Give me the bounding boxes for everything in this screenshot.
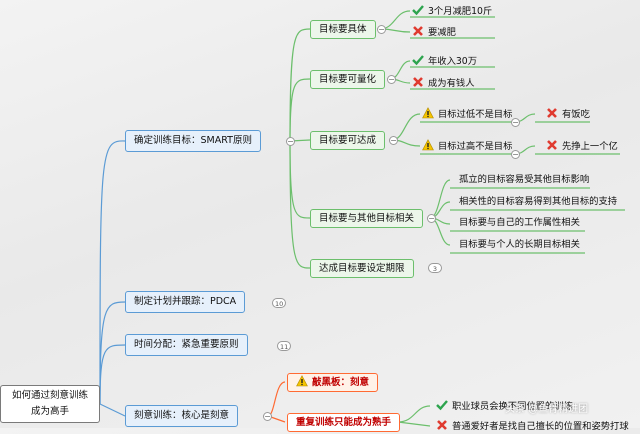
- branch-pdca[interactable]: 制定计划并跟踪：PDCA: [125, 291, 246, 313]
- achievable-high-item[interactable]: 目标过高不是目标: [422, 139, 512, 153]
- deliberate-ok-text: 职业球员会换不同位置的训练: [452, 401, 573, 412]
- node-relevant-label: 目标要与其他目标相关: [319, 213, 415, 224]
- specific-bad-text: 要减肥: [428, 27, 456, 38]
- cross-icon: [437, 420, 447, 430]
- deliberate-bad-text: 普通爱好者是找自己擅长的位置和姿势打球: [452, 421, 629, 432]
- branch-smart-label: 确定训练目标：SMART原则: [134, 135, 252, 146]
- deliberate-ok-item[interactable]: 职业球员会换不同位置的训练: [436, 399, 573, 413]
- branch-pdca-label: 制定计划并跟踪：PDCA: [134, 296, 237, 307]
- check-icon: [412, 55, 424, 66]
- node-relevant[interactable]: 目标要与其他目标相关: [310, 209, 424, 228]
- cross-icon: [547, 140, 557, 150]
- relevant-item[interactable]: 目标要与个人的长期目标相关: [459, 239, 580, 250]
- time-count-badge[interactable]: 11: [277, 341, 292, 351]
- deliberate-bad-item[interactable]: 普通爱好者是找自己擅长的位置和姿势打球: [436, 419, 629, 433]
- achievable-low-text: 目标过低不是目标: [438, 109, 513, 120]
- node-achievable[interactable]: 目标要可达成: [310, 131, 386, 150]
- achievable-high-text: 目标过高不是目标: [438, 141, 513, 152]
- measurable-bad-text: 成为有钱人: [428, 78, 475, 89]
- branch-time-label: 时间分配：紧急重要原则: [134, 339, 239, 350]
- root-line1: 如何通过刻意训练: [11, 390, 88, 401]
- collapse-relevant-icon[interactable]: −: [427, 214, 436, 223]
- watermark: 头条 @鱼骨精进团: [505, 404, 589, 415]
- relevant-item[interactable]: 目标要与自己的工作属性相关: [459, 217, 580, 228]
- cross-icon: [413, 77, 423, 87]
- achievable-high-result[interactable]: 先挣上一个亿: [546, 139, 618, 153]
- collapse-high-icon[interactable]: −: [511, 150, 520, 159]
- warning-icon: [296, 375, 308, 387]
- specific-ok-text: 3个月减肥10斤: [428, 6, 493, 17]
- collapse-smart-icon[interactable]: −: [286, 137, 295, 146]
- node-timebound-label: 达成目标要设定期限: [319, 263, 405, 274]
- collapse-low-icon[interactable]: −: [511, 118, 520, 127]
- check-icon: [436, 400, 448, 411]
- check-icon: [412, 5, 424, 16]
- achievable-high-result-text: 先挣上一个亿: [562, 141, 618, 152]
- branch-smart[interactable]: 确定训练目标：SMART原则: [125, 130, 261, 152]
- collapse-deliberate-icon[interactable]: −: [263, 412, 272, 421]
- root-line2: 成为高手: [30, 406, 69, 417]
- warning-icon: [422, 139, 434, 151]
- achievable-low-result-text: 有饭吃: [562, 109, 590, 120]
- relevant-item[interactable]: 孤立的目标容易受其他目标影响: [459, 174, 590, 185]
- cross-icon: [547, 108, 557, 118]
- collapse-specific-icon[interactable]: −: [377, 25, 386, 34]
- achievable-low-result[interactable]: 有饭吃: [546, 107, 590, 121]
- measurable-ok-item[interactable]: 年收入30万: [412, 54, 477, 68]
- node-board-label: 敲黑板：刻意: [312, 377, 370, 388]
- relevant-item[interactable]: 相关性的目标容易得到其他目标的支持: [459, 196, 618, 207]
- node-measurable[interactable]: 目标要可量化: [310, 70, 386, 89]
- node-specific[interactable]: 目标要具体: [310, 20, 376, 39]
- node-specific-label: 目标要具体: [319, 24, 367, 35]
- measurable-bad-item[interactable]: 成为有钱人: [412, 76, 475, 90]
- node-repeat-label: 重复训练只能成为熟手: [296, 417, 392, 428]
- branch-deliberate[interactable]: 刻意训练：核心是刻意: [125, 405, 239, 427]
- node-repeat[interactable]: 重复训练只能成为熟手: [287, 413, 401, 432]
- collapse-measurable-icon[interactable]: −: [387, 75, 396, 84]
- pdca-count-badge[interactable]: 10: [272, 298, 287, 308]
- timebound-count-badge[interactable]: 3: [428, 263, 442, 273]
- specific-bad-item[interactable]: 要减肥: [412, 25, 456, 39]
- collapse-achievable-icon[interactable]: −: [389, 136, 398, 145]
- branch-time[interactable]: 时间分配：紧急重要原则: [125, 334, 248, 356]
- warning-icon: [422, 107, 434, 119]
- cross-icon: [413, 26, 423, 36]
- specific-ok-item[interactable]: 3个月减肥10斤: [412, 4, 492, 18]
- root-node[interactable]: 如何通过刻意训练 成为高手: [0, 385, 100, 423]
- branch-deliberate-label: 刻意训练：核心是刻意: [134, 410, 230, 421]
- achievable-low-item[interactable]: 目标过低不是目标: [422, 107, 512, 121]
- node-board[interactable]: 敲黑板：刻意: [287, 373, 379, 392]
- node-achievable-label: 目标要可达成: [319, 135, 377, 146]
- node-measurable-label: 目标要可量化: [319, 74, 377, 85]
- measurable-ok-text: 年收入30万: [428, 56, 478, 67]
- node-timebound[interactable]: 达成目标要设定期限: [310, 259, 414, 278]
